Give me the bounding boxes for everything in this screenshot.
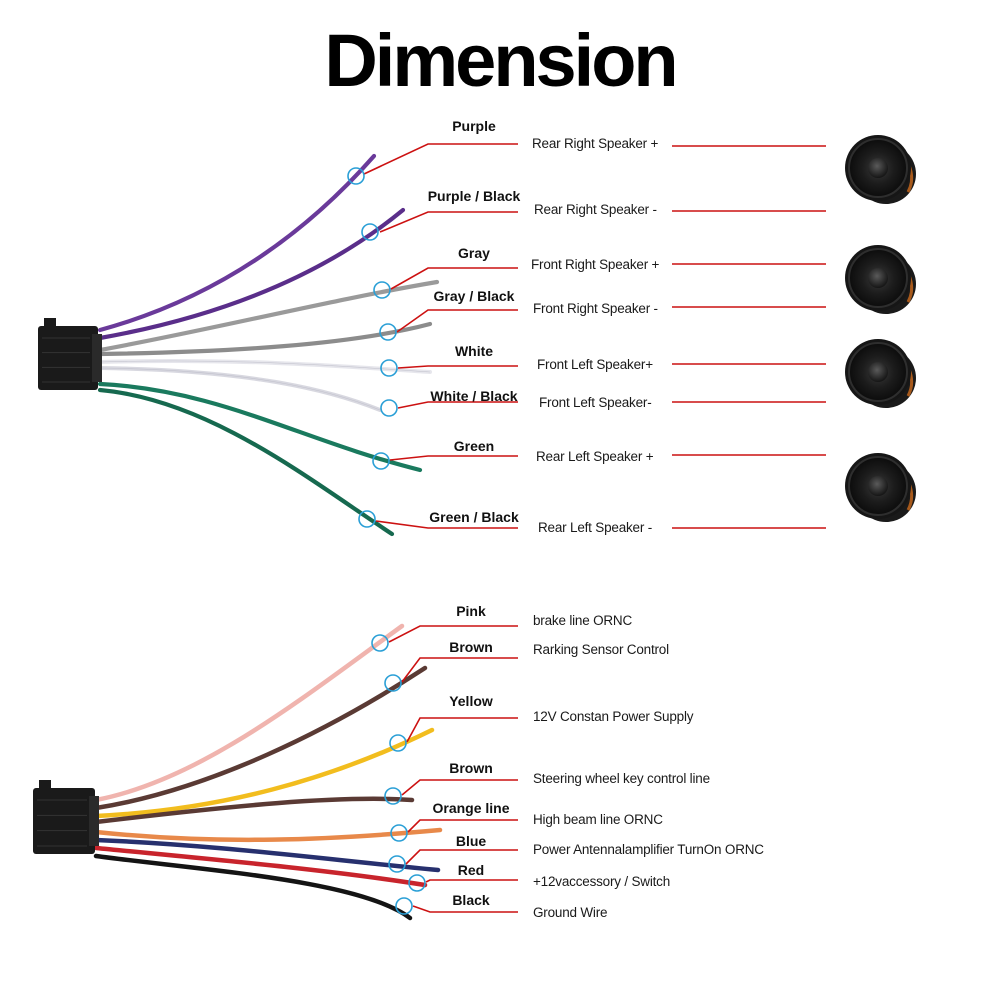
wire-function-label: Rear Right Speaker + [532,136,659,151]
wire-function-label: Rear Left Speaker + [536,449,654,464]
wire-color-label: Pink [456,603,486,619]
wire-function-label: Rear Right Speaker - [534,202,657,217]
leader-line [379,211,518,233]
wire-outline-5 [99,360,431,373]
wire-function-label: Steering wheel key control line [533,771,710,786]
power-connector-body [33,788,95,854]
leader-line [401,779,518,796]
speaker-dustcap [868,476,888,496]
speaker-icon [845,453,916,522]
wire-marker-circle [390,824,408,842]
leader-line [390,267,518,290]
wire-marker-circle [371,634,389,652]
leader-line [425,879,518,883]
leader-line [406,717,518,743]
speaker-dustcap [868,268,888,288]
leader-line [363,143,518,175]
speaker-icon [845,245,916,314]
leader-line [401,657,518,683]
wire-function-label: Ground Wire [533,905,607,920]
wire-marker-circle [388,855,406,873]
wire-function-label: 12V Constan Power Supply [533,709,694,724]
wire-marker-circle [358,510,376,528]
wire-color-label: White / Black [430,388,517,404]
wire-function-label: Rear Left Speaker - [538,520,652,535]
speaker-connector-latch [44,318,56,328]
wire-color-label: Blue [456,833,487,849]
wire-marker-circle [384,674,402,692]
wire-color-label: Yellow [449,693,493,709]
speaker-icon [845,135,916,204]
wire-function-label: brake line ORNC [533,613,632,628]
power-connector [33,780,99,854]
power-wire-2 [93,665,428,811]
leader-line [412,905,518,913]
wire-function-label: Front Left Speaker- [539,395,652,410]
leader-line [388,625,518,643]
wire-marker-circle [408,874,426,892]
wire-marker-circle [347,167,365,185]
wire-function-label: Front Right Speaker - [533,301,658,316]
wire-function-label: Rarking Sensor Control [533,642,669,657]
wire-color-label: Red [458,862,484,878]
power-connector-mouth [89,796,99,846]
speaker-icon [845,339,916,408]
wire-marker-circle [361,223,379,241]
wire-function-label: Front Left Speaker+ [537,357,653,372]
power-wire-7 [93,845,428,888]
wire-color-label: Purple / Black [428,188,521,204]
leader-line [389,455,518,461]
wire-color-label: Green [454,438,494,454]
speaker-connector [38,318,102,390]
wire-marker-circle [379,323,397,341]
power-connector-latch [39,780,51,790]
wire-function-label: Power Antennalamplifier TurnOn ORNC [533,842,764,857]
wire-marker-circle [380,399,398,417]
wire-function-label: +12vaccessory / Switch [533,874,670,889]
speaker-connector-body [38,326,98,390]
wire-color-label: Purple [452,118,496,134]
wire-function-label: High beam line ORNC [533,812,663,827]
wire-color-label: White [455,343,493,359]
wire-outline-6 [99,367,381,411]
power-wire-1 [93,623,405,803]
leader-line [396,309,518,333]
wire-marker-circle [372,452,390,470]
wire-1 [97,153,377,333]
leader-line [405,849,518,865]
wire-2 [97,207,406,341]
wire-marker-circle [395,897,413,915]
wire-color-label: Brown [449,639,493,655]
wire-color-label: Brown [449,760,493,776]
wire-marker-circle [384,787,402,805]
wire-color-label: Gray / Black [434,288,515,304]
wire-function-label: Front Right Speaker + [531,257,660,272]
power-wire-5 [93,827,443,843]
wire-8 [97,387,395,537]
power-wire-8 [93,853,413,921]
speaker-connector-mouth [92,334,102,382]
leader-line [397,401,518,409]
wire-marker-circle [389,734,407,752]
wire-color-label: Green / Black [429,509,519,525]
wire-color-label: Orange line [432,800,509,816]
wire-3 [97,279,440,353]
leader-line [375,520,518,529]
wire-marker-circle [373,281,391,299]
wire-color-label: Gray [458,245,490,261]
leader-line [407,819,518,833]
speaker-dustcap [868,158,888,178]
speaker-dustcap [868,362,888,382]
power-wire-4 [93,796,415,825]
page-title: Dimension [324,19,678,102]
wire-marker-circle [380,359,398,377]
wire-color-label: Black [452,892,490,908]
leader-line [397,365,518,369]
power-wire-6 [93,837,441,873]
